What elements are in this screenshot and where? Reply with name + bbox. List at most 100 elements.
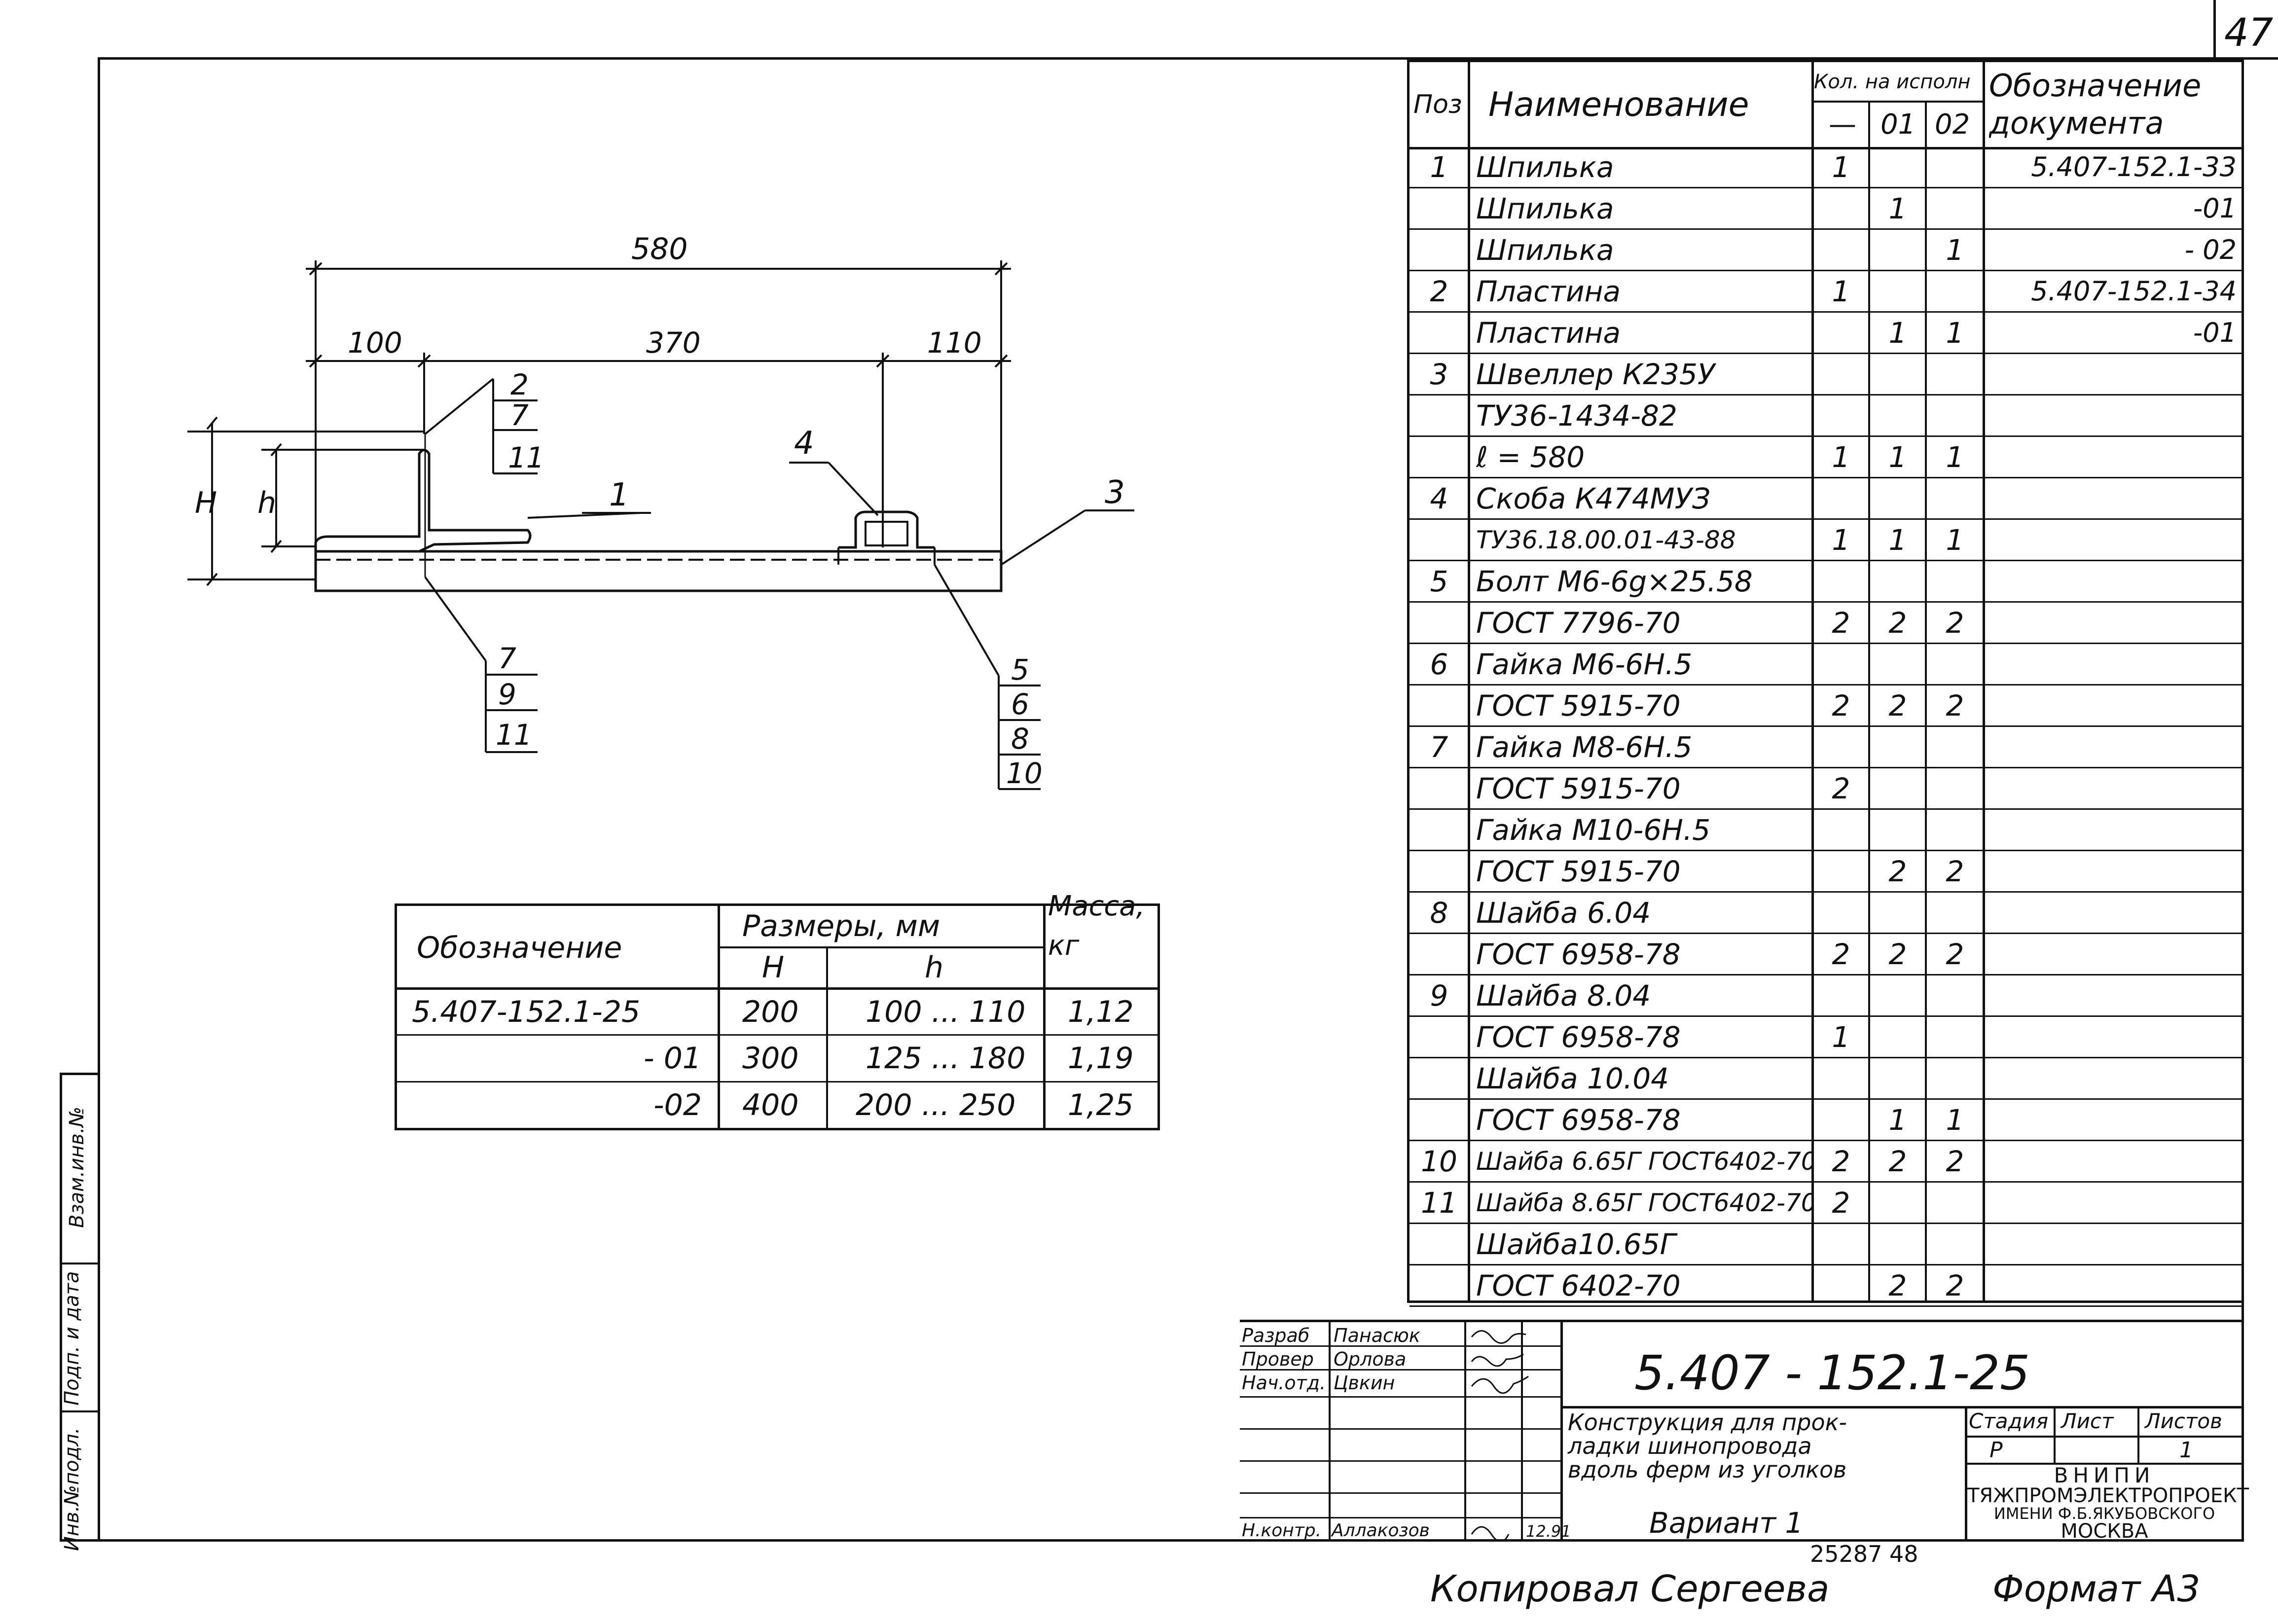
spec-cell-q0 [1814,478,1868,518]
spec-cell-doc [1985,768,2237,808]
spec-cell-q0: 2 [1832,606,1850,640]
dimension-table: Обозначение Размеры, мм Масса, кг H h 5.… [395,890,1160,1130]
spec-cell-q0: 2 [1832,1144,1850,1178]
dim-row0-designation: 5.407-152.1-25 [412,995,641,1029]
tb-sheets-label: Листов [2145,1409,2222,1433]
spec-cell-name: Шайба 10.04 [1476,1061,1669,1095]
spec-cell-name: ГОСТ 6402-70 [1476,1268,1681,1302]
spec-cell-name: ГОСТ 5915-70 [1476,688,1681,722]
spec-cell-q1 [1871,478,1925,518]
spec-cell-pos [1414,1100,1464,1140]
spec-cell-q0: 2 [1832,1186,1850,1220]
spec-header: Поз Наименование Кол. на исполн — 01 02 … [1410,62,2242,1300]
spec-cell-pos [1414,520,1464,560]
dim-h-label: h [257,486,276,520]
spec-cell-doc [1985,354,2237,394]
spec-cell-q0 [1814,727,1868,767]
spec-cell-name: ℓ = 580 [1476,440,1585,474]
tb-doc-code: 5.407 - 152.1-25 [1634,1345,2030,1401]
spec-cell-q2: 1 [1946,523,1964,557]
spec-cell-q2 [1927,188,1983,228]
dim-370-label: 370 [646,326,701,360]
callout-tl-2: 7 [510,398,529,432]
spec-cell-q1 [1871,147,1925,187]
spec-row: Гайка М10-6Н.5 [1410,810,2242,851]
spec-cell-q2: 1 [1946,316,1964,350]
spec-cell-doc [1985,1141,2237,1181]
spec-cell-q2 [1927,478,1983,518]
tb-name-6: Аллакозов [1332,1520,1430,1541]
spec-cell-doc [1985,1017,2237,1057]
spec-cell-name: Шпилька [1476,233,1614,267]
spec-cell-name: ГОСТ 7796-70 [1476,606,1681,640]
spec-cell-q2 [1927,147,1983,187]
spec-cell-q1 [1871,1224,1925,1264]
spec-cell-name: ГОСТ 5915-70 [1476,854,1681,888]
spec-cell-pos: 8 [1430,896,1448,930]
dim-row1-mass: 1,19 [1068,1041,1134,1076]
spec-cell-pos: 11 [1421,1186,1457,1220]
dim-row1-h: 125 ... 180 [866,1041,1026,1076]
spec-cell-pos: 1 [1430,150,1448,184]
callout-bl-3: 11 [496,718,532,752]
spec-cell-q2 [1927,810,1983,850]
spec-cell-doc: - 02 [2184,234,2237,265]
callout-bl-2: 9 [498,678,516,711]
spec-cell-q1: 1 [1888,440,1907,474]
spec-cell-pos [1414,810,1464,850]
bracket-inner [865,521,908,546]
assembly-drawing: 580 100 370 110 H h 2 7 11 1 4 3 7 9 11 … [187,232,1134,790]
spec-cell-q2 [1927,1058,1983,1098]
spec-cell-q2: 2 [1946,854,1964,888]
spec-cell-q0: 1 [1832,274,1850,308]
spec-cell-q1: 2 [1888,937,1907,971]
tb-org-3: МОСКВА [2061,1520,2148,1543]
spec-cell-doc [1985,603,2237,643]
spec-cell-q0 [1814,975,1868,1015]
spec-cell-name: Шпилька [1476,191,1614,225]
stamp-replace-label: Взам.инв.№ [66,1106,88,1228]
spec-cell-name: Гайка М10-6Н.5 [1476,813,1711,847]
dim-sub-h: h [925,950,944,985]
spec-cell-q2: 2 [1946,688,1964,722]
spec-cell-pos: 9 [1430,978,1448,1012]
spec-cell-doc [1985,893,2237,933]
spec-cell-q0 [1814,1265,1868,1305]
spec-cell-q0: 1 [1832,150,1850,184]
spec-head-qty: Кол. на исполн [1814,71,1971,93]
spec-cell-pos [1414,313,1464,353]
spec-cell-name: Пластина [1476,316,1621,350]
spec-cell-q2 [1927,396,1983,435]
leader-top-left [424,378,494,435]
spec-cell-q0: 2 [1832,688,1850,722]
dim-580-label: 580 [631,232,688,266]
spec-cell-doc [1985,1224,2237,1264]
spec-cell-q1 [1871,1058,1925,1098]
spec-cell-pos: 6 [1430,647,1448,681]
spec-cell-q0: 1 [1832,440,1850,474]
tb-sheets-value: 1 [2179,1438,2193,1463]
callout-br-1: 5 [1011,653,1029,686]
footer-numbers: 25287 48 [1810,1541,1918,1567]
spec-cell-q1 [1871,1183,1925,1223]
callout-tl-1: 2 [510,368,529,401]
tb-title-line-2: вдоль ферм из уголков [1568,1456,1847,1483]
spec-cell-pos [1414,1224,1464,1264]
spec-cell-doc [1985,727,2237,767]
spec-cell-name: Шпилька [1476,150,1614,184]
spec-head-q2: 02 [1935,108,1970,141]
spec-cell-doc [1985,851,2237,891]
tb-role-1: Провер [1242,1348,1314,1370]
spec-cell-q2: 2 [1946,937,1964,971]
spec-cell-pos [1414,396,1464,435]
